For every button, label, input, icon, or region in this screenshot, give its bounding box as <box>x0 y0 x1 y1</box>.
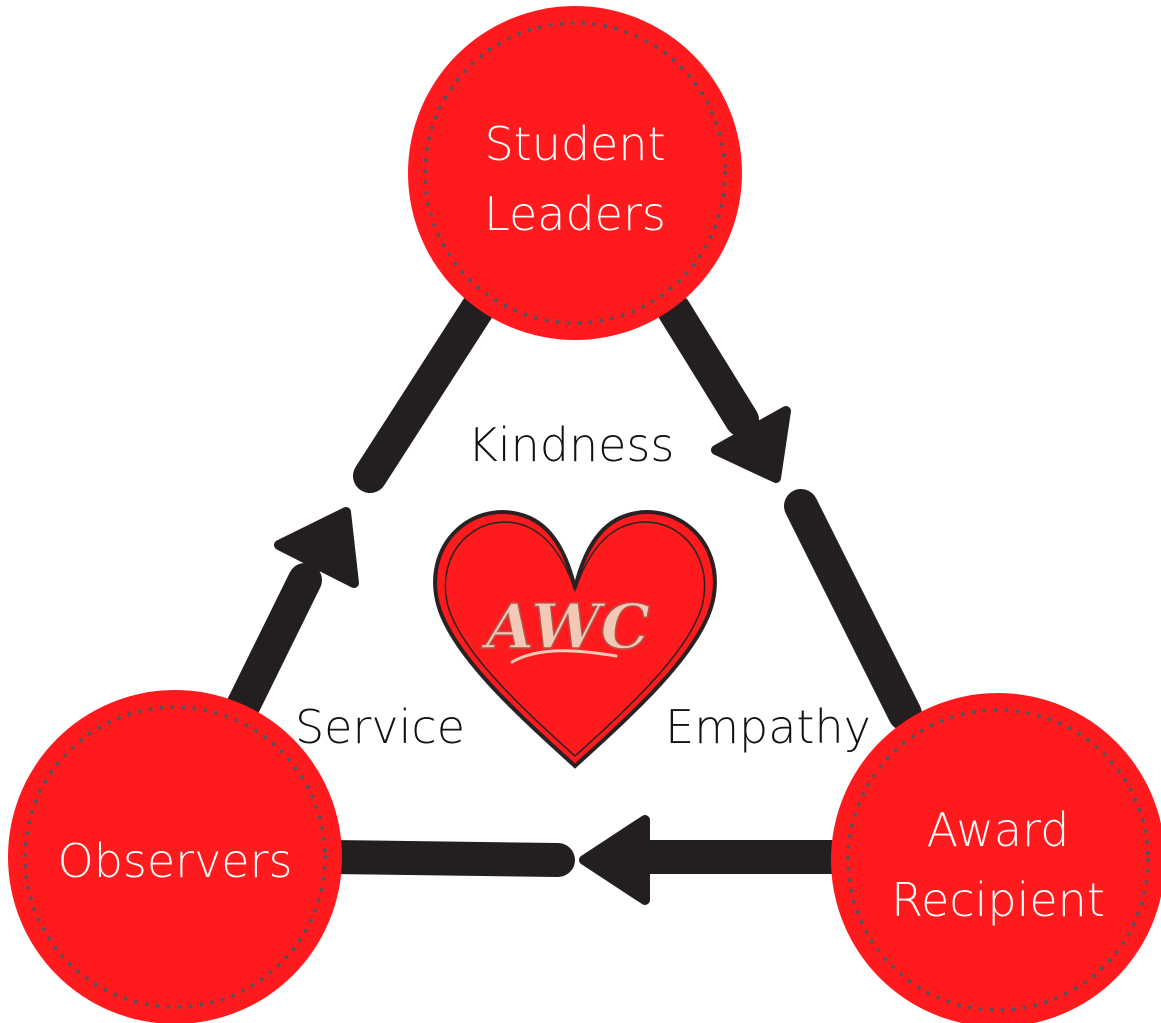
node-label-line-1: Award <box>927 803 1070 857</box>
node-label-line-2: Leaders <box>484 187 666 241</box>
value-label-kindness: Kindness <box>468 418 675 472</box>
arrow-leaders-to-recipient-tail <box>784 489 922 731</box>
node-observers: Observers <box>8 690 342 1023</box>
dotted-ring <box>23 705 327 1009</box>
node-student-leaders: Student Leaders <box>408 6 742 340</box>
arrow-observers-to-leaders-tail <box>353 291 495 493</box>
arrow-recipient-to-observers-tail <box>313 840 575 877</box>
node-award-recipient: Award Recipient <box>831 693 1161 1023</box>
value-label-empathy: Empathy <box>665 700 871 754</box>
heart-icon <box>433 510 717 769</box>
node-label-line-1: Observers <box>58 834 293 888</box>
arrow-recipient-to-observers <box>579 815 857 905</box>
dotted-ring <box>423 21 727 325</box>
dotted-ring <box>846 708 1150 1012</box>
value-label-service: Service <box>295 700 465 754</box>
arrow-observers-to-leaders <box>223 507 359 729</box>
arrow-leaders-to-recipient <box>657 293 791 483</box>
node-label-line-1: Student <box>484 117 665 171</box>
awc-logo: AWC <box>480 589 651 664</box>
node-label-line-2: Recipient <box>891 873 1105 927</box>
logo-text: AWC <box>481 590 650 663</box>
